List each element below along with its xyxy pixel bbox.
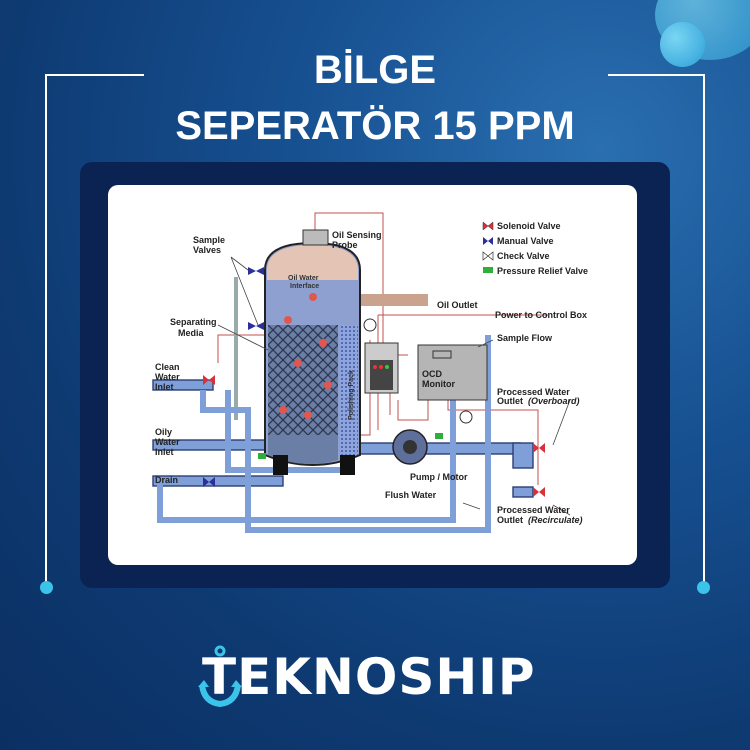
pump-motor <box>392 410 473 465</box>
label-clean-water-3: Inlet <box>155 382 174 392</box>
label-clean-water: Clean <box>155 362 180 372</box>
label-recirculate-2: Outlet <box>497 515 523 525</box>
label-power: Power to Control Box <box>495 310 587 320</box>
label-sample-flow: Sample Flow <box>497 333 553 343</box>
label-oily-water: Oily <box>155 427 172 437</box>
left-frame-dot <box>40 581 53 594</box>
label-overboard-2: Outlet <box>497 396 523 406</box>
legend-manual-valve: Manual Valve <box>483 236 554 246</box>
brand-name: TEKNOSHIP <box>202 648 536 706</box>
svg-text:Pressure Relief Valve: Pressure Relief Valve <box>497 266 588 276</box>
right-frame-dot <box>697 581 710 594</box>
label-overboard-3: (Overboard) <box>528 396 580 406</box>
svg-text:Check Valve: Check Valve <box>497 251 550 261</box>
label-interface-2: Interface <box>290 283 319 290</box>
piping <box>152 277 534 533</box>
legend-solenoid-valve: Solenoid Valve <box>482 221 561 231</box>
bilge-separator-diagram: OCD Monitor Sample Valves Oil Sensing Pr… <box>152 212 588 533</box>
label-drain: Drain <box>155 475 178 485</box>
label-overboard: Processed Water <box>497 387 570 397</box>
valves <box>203 267 545 497</box>
control-box <box>364 342 399 394</box>
label-oil-sensing-2: Probe <box>332 240 358 250</box>
title-line-1: BİLGE <box>313 48 437 92</box>
title-line-2: SEPERATÖR 15 PPM <box>175 104 575 148</box>
label-pump: Pump / Motor <box>410 472 468 482</box>
diagram-card: OCD Monitor Sample Valves Oil Sensing Pr… <box>108 185 637 565</box>
svg-text:OCD: OCD <box>422 369 443 379</box>
svg-text:Solenoid Valve: Solenoid Valve <box>497 221 561 231</box>
right-frame-line <box>608 74 705 588</box>
label-polishing-pack: Polishing Pack <box>348 370 355 420</box>
label-separating-media-2: Media <box>178 328 205 338</box>
label-oil-sensing: Oil Sensing <box>332 230 382 240</box>
teknoship-logo: TEKNOSHIP <box>198 645 558 707</box>
label-oil-outlet: Oil Outlet <box>437 300 478 310</box>
decor-bubble <box>660 22 705 67</box>
label-sample-valves-2: Valves <box>193 245 221 255</box>
svg-text:Manual Valve: Manual Valve <box>497 236 554 246</box>
label-recirculate-3: (Recirculate) <box>528 515 583 525</box>
label-interface: Oil Water <box>288 275 319 282</box>
anchor-icon <box>198 645 242 707</box>
label-flush: Flush Water <box>385 490 437 500</box>
label-oily-water-2: Water <box>155 437 180 447</box>
label-clean-water-2: Water <box>155 372 180 382</box>
label-recirculate: Processed Water <box>497 505 570 515</box>
label-separating-media: Separating <box>170 317 217 327</box>
legend: Solenoid Valve Manual Valve Check Valve … <box>482 221 588 276</box>
ocd-monitor: OCD Monitor <box>417 344 488 401</box>
legend-check-valve: Check Valve <box>482 251 550 261</box>
left-frame-line <box>45 74 144 588</box>
label-sample-valves: Sample <box>193 235 225 245</box>
label-oily-water-3: Inlet <box>155 447 174 457</box>
svg-text:Monitor: Monitor <box>422 379 455 389</box>
separator-tank <box>264 229 377 475</box>
leader-lines <box>217 256 571 516</box>
legend-pressure-relief-valve: Pressure Relief Valve <box>483 266 588 276</box>
